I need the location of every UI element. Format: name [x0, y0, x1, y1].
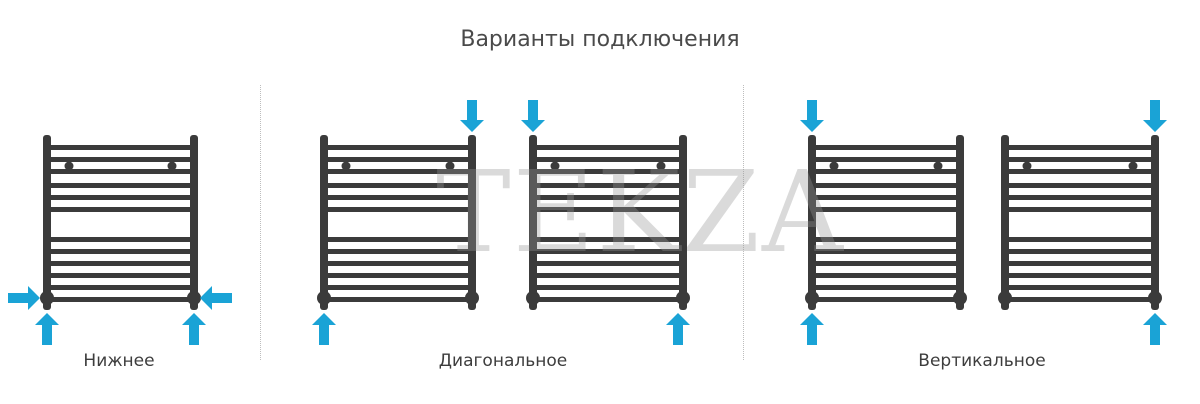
rail-rung	[812, 183, 960, 188]
rail-rung	[324, 249, 472, 254]
rail-rung	[812, 207, 960, 212]
rail-rung	[47, 249, 194, 254]
heater-body	[40, 135, 201, 310]
rail-rung	[47, 273, 194, 278]
rail-rung	[1005, 285, 1155, 290]
rail-rung	[324, 297, 472, 302]
rail-rung	[533, 285, 683, 290]
inlet-arrow-bottom-left-icon	[312, 313, 336, 345]
rail-rung	[533, 157, 683, 162]
rail-rung	[1005, 249, 1155, 254]
heater-body	[805, 135, 967, 310]
towel-rail-bottom-connection	[8, 135, 232, 345]
rail-rung	[324, 183, 472, 188]
rail-rung	[533, 183, 683, 188]
rail-rung	[47, 145, 194, 150]
rail-rung	[47, 157, 194, 162]
inlet-arrow-top-left-icon	[521, 100, 545, 132]
rail-rung	[47, 183, 194, 188]
towel-rail-vertical-b	[998, 100, 1167, 345]
rail-rung	[324, 145, 472, 150]
rail-rung	[533, 207, 683, 212]
inlet-arrow-right-side-icon	[200, 286, 232, 310]
towel-rail-vertical-a	[800, 100, 967, 345]
rail-rung	[47, 297, 194, 302]
rail-rung	[324, 285, 472, 290]
rail-rung	[47, 169, 194, 174]
rail-rung	[812, 273, 960, 278]
towel-rail-diagonal-a	[312, 100, 484, 345]
rail-rung	[47, 207, 194, 212]
rail-rung	[533, 297, 683, 302]
heater-body	[526, 135, 690, 310]
rail-rung	[1005, 145, 1155, 150]
rail-rung	[47, 261, 194, 266]
rail-rung	[1005, 297, 1155, 302]
heater-body	[998, 135, 1162, 310]
rail-rung	[533, 261, 683, 266]
inlet-arrow-top-right-icon	[460, 100, 484, 132]
rail-rung	[533, 195, 683, 200]
page-title: Варианты подключения	[460, 27, 740, 52]
rail-rung	[812, 157, 960, 162]
label-bottom-connection: Нижнее	[83, 351, 155, 371]
rail-rung	[324, 207, 472, 212]
inlet-arrow-bottom-left-icon	[800, 313, 824, 345]
rail-rung	[812, 237, 960, 242]
rail-rung	[1005, 207, 1155, 212]
rail-rung	[1005, 183, 1155, 188]
rail-rung	[324, 237, 472, 242]
rail-rung	[812, 249, 960, 254]
rail-rung	[324, 169, 472, 174]
rail-rung	[324, 261, 472, 266]
inlet-arrow-bottom-right-icon	[666, 313, 690, 345]
rail-rung	[812, 145, 960, 150]
rail-rung	[1005, 261, 1155, 266]
towel-rail-diagonal-b	[521, 100, 690, 345]
rail-rung	[533, 249, 683, 254]
heater-body	[317, 135, 479, 310]
rail-rung	[533, 237, 683, 242]
section-divider-1	[260, 85, 261, 360]
rail-rung	[812, 297, 960, 302]
rail-rung	[47, 237, 194, 242]
inlet-arrow-top-right-icon	[1143, 100, 1167, 132]
rail-rung	[1005, 157, 1155, 162]
rail-rung	[47, 195, 194, 200]
rail-rung	[324, 157, 472, 162]
rail-rung	[324, 273, 472, 278]
rail-rung	[533, 145, 683, 150]
rail-rung	[1005, 169, 1155, 174]
inlet-arrow-bottom-right-icon	[1143, 313, 1167, 345]
rail-rung	[812, 285, 960, 290]
rail-rung	[324, 195, 472, 200]
inlet-arrow-bottom-right-icon	[182, 313, 206, 345]
rail-rung	[47, 285, 194, 290]
inlet-arrow-left-side-icon	[8, 286, 40, 310]
rail-rung	[533, 273, 683, 278]
rail-rung	[812, 169, 960, 174]
label-diagonal-connection: Диагональное	[438, 351, 568, 371]
rail-rung	[812, 261, 960, 266]
rail-rung	[812, 195, 960, 200]
rail-rung	[533, 169, 683, 174]
inlet-arrow-bottom-left-icon	[35, 313, 59, 345]
inlet-arrow-top-left-icon	[800, 100, 824, 132]
rail-rung	[1005, 273, 1155, 278]
section-divider-2	[743, 85, 744, 360]
rail-rung	[1005, 237, 1155, 242]
rail-rung	[1005, 195, 1155, 200]
label-vertical-connection: Вертикальное	[918, 351, 1046, 371]
